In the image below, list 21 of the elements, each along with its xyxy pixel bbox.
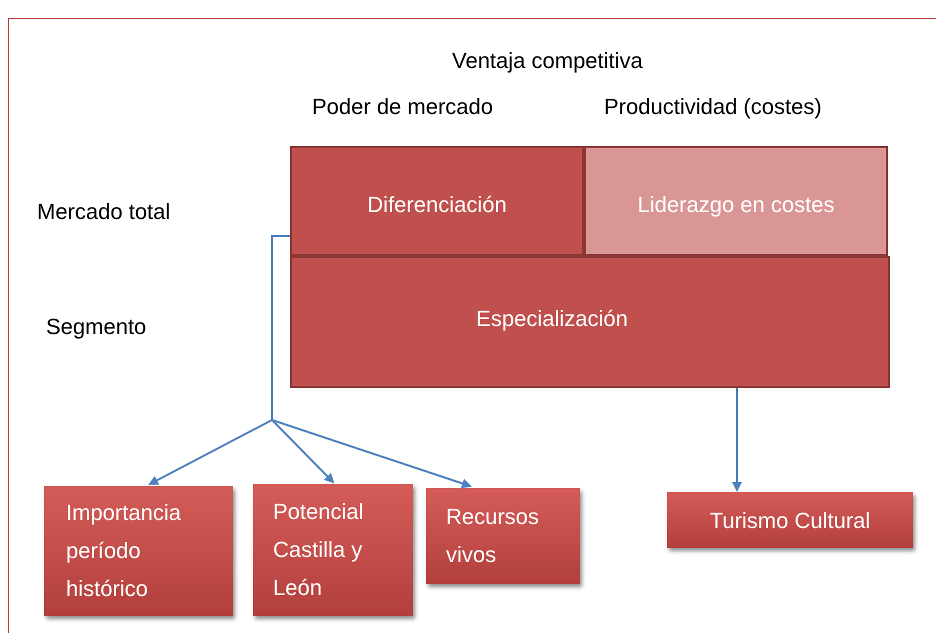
axis-label: Poder de mercado	[312, 93, 493, 121]
diagram-title: Ventaja competitiva	[452, 47, 643, 75]
strategy-box	[426, 488, 580, 584]
strategy-box	[290, 146, 584, 256]
axis-label: Mercado total	[37, 198, 170, 226]
strategy-box	[290, 256, 890, 388]
box-text: Especialización	[476, 305, 628, 333]
box-text: Turismo Cultural	[710, 506, 870, 534]
strategy-box	[44, 486, 233, 616]
arrow	[732, 388, 742, 492]
box-text: Potencial Castilla y León	[273, 498, 365, 602]
strategy-box	[253, 484, 413, 616]
box-text: Liderazgo en costes	[638, 191, 834, 219]
box-text: Importancia período histórico	[66, 499, 182, 603]
box-text: Recursos vivos	[446, 503, 540, 569]
strategy-box	[584, 146, 888, 256]
strategy-box	[667, 492, 913, 548]
axis-label: Productividad (costes)	[604, 93, 822, 121]
axis-label: Segmento	[46, 313, 146, 341]
arrow	[271, 235, 472, 488]
box-text: Diferenciación	[367, 191, 507, 219]
